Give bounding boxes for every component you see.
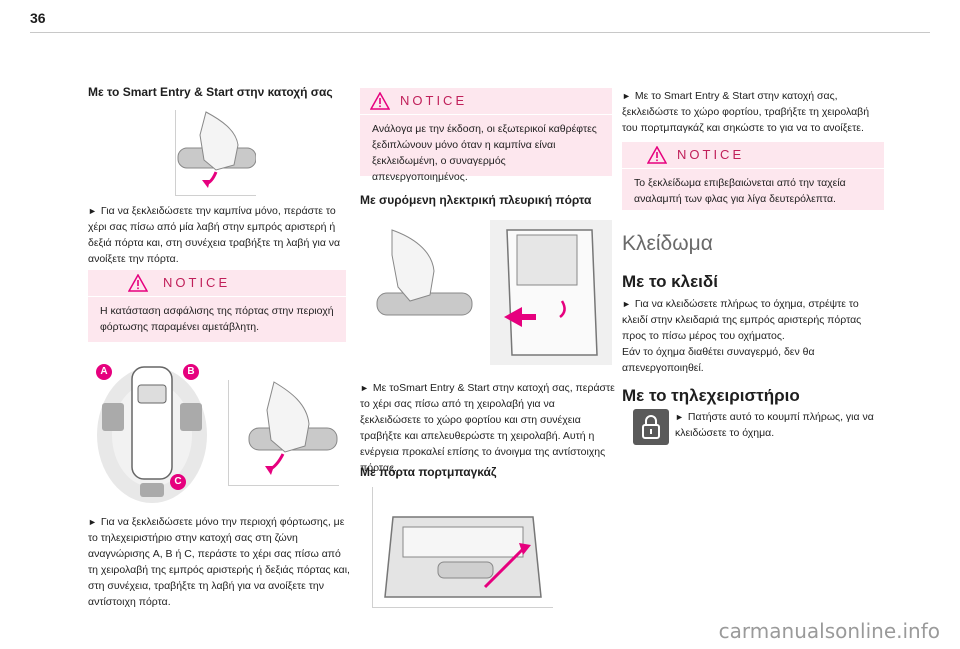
warning-icon <box>128 274 148 292</box>
warning-icon <box>647 146 667 164</box>
notice-label: NOTICE <box>400 93 468 108</box>
detection-zones-illustration <box>97 366 207 503</box>
right-para2: ►Για να κλειδώσετε πλήρως το όχημα, στρέ… <box>622 298 862 342</box>
right-para1: ►Με το Smart Entry & Start στην κατοχή σ… <box>622 90 870 134</box>
middle-para1: ►Με τοSmart Entry & Start στην κατοχή σα… <box>360 382 615 474</box>
middle-heading-2: Με πόρτα πορτμπαγκάζ <box>360 465 497 479</box>
tailgate-illustration <box>372 487 553 608</box>
left-para1: ►Για να ξεκλειδώσετε την καμπίνα μόνο, π… <box>88 205 341 265</box>
section-title: Κλείδωμα <box>622 232 713 255</box>
left-notice: NOTICE Η κατάσταση ασφάλισης της πόρτας … <box>88 270 346 342</box>
right-para4: ►Πατήστε αυτό το κουμπί πλήρως, για να κ… <box>675 411 874 439</box>
notice-text: Το ξεκλείδωμα επιβεβαιώνεται από την ταχ… <box>634 177 846 205</box>
right-notice: NOTICE Το ξεκλείδωμα επιβεβαιώνεται από … <box>622 142 884 210</box>
zone-a-badge: A <box>96 364 112 380</box>
subtitle-remote: Με το τηλεχειριστήριο <box>622 386 800 405</box>
notice-label: NOTICE <box>163 275 231 290</box>
page-number: 36 <box>30 10 46 26</box>
left-para2: ►Για να ξεκλειδώσετε μόνο την περιοχή φό… <box>88 516 350 608</box>
top-rule <box>30 32 930 33</box>
warning-icon <box>370 92 390 110</box>
subtitle-key: Με το κλειδί <box>622 272 718 291</box>
notice-label: NOTICE <box>677 147 745 162</box>
left-heading: Με το Smart Entry & Start στην κατοχή σα… <box>88 85 333 99</box>
middle-notice: NOTICE Ανάλογα με την έκδοση, οι εξωτερι… <box>360 88 612 183</box>
zone-c-badge: C <box>170 474 186 490</box>
sliding-door-illustration <box>376 220 612 365</box>
watermark: carmanualsonline.info <box>718 619 940 643</box>
hand-handle-illustration-2 <box>228 380 339 486</box>
middle-heading-1: Με συρόμενη ηλεκτρική πλευρική πόρτα <box>360 193 592 207</box>
lock-icon <box>633 409 669 445</box>
zone-b-badge: B <box>183 364 199 380</box>
hand-handle-illustration <box>175 110 256 196</box>
notice-text: Η κατάσταση ασφάλισης της πόρτας στην πε… <box>100 305 334 333</box>
right-para3: Εάν το όχημα διαθέτει συναγερμό, δεν θα … <box>622 346 815 374</box>
notice-text: Ανάλογα με την έκδοση, οι εξωτερικοί καθ… <box>372 123 597 183</box>
